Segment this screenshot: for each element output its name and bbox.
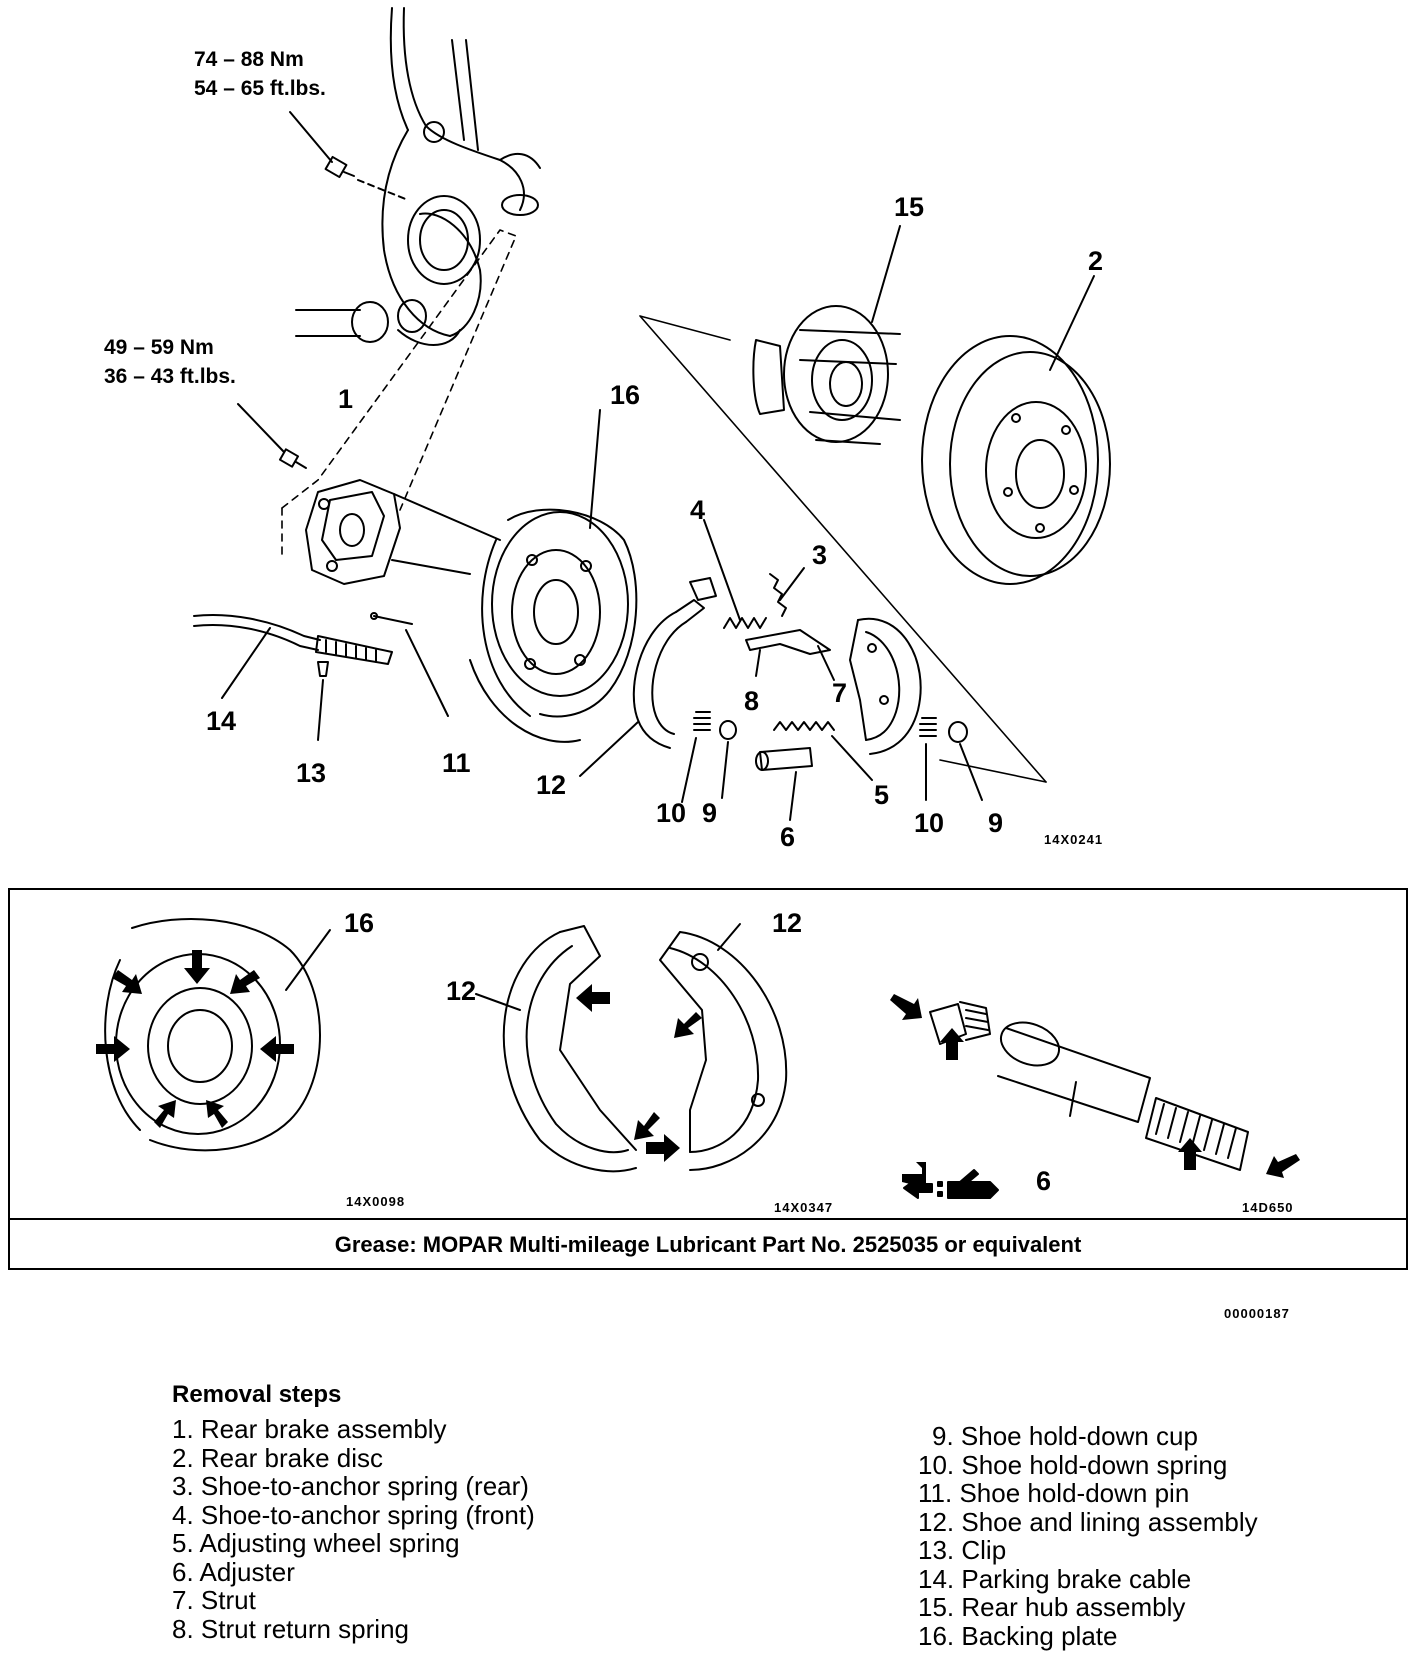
grease-note: Grease: MOPAR Multi-mileage Lubricant Pa… <box>334 1232 1082 1257</box>
step-item: 9. Shoe hold-down cup <box>932 1421 1198 1451</box>
callout-12: 12 <box>536 770 567 800</box>
spring-front <box>703 519 767 629</box>
torque-spec-upper: 74 – 88 Nm 54 – 65 ft.lbs. <box>194 45 326 103</box>
hold-down-cup-left <box>719 720 737 799</box>
removal-steps-title: Removal steps <box>172 1381 342 1408</box>
lubricate-legend-glyph <box>903 1169 999 1199</box>
rear-brake-assembly <box>305 479 501 585</box>
callout-10-left: 10 <box>656 798 687 828</box>
panel-divider <box>8 1218 1408 1220</box>
step-item: 14. Parking brake cable <box>918 1563 1192 1594</box>
rear-hub-assembly <box>752 225 901 445</box>
grease-arrows-backing <box>96 950 294 1128</box>
callout-15: 15 <box>894 192 925 222</box>
removal-steps-left: 1. Rear brake assembly 2. Rear brake dis… <box>172 1415 535 1643</box>
step-item: 4. Shoe-to-anchor spring (front) <box>172 1499 535 1530</box>
hold-down-spring-right <box>919 717 937 801</box>
figure-code-panel-left: 14X0098 <box>346 1194 406 1209</box>
steering-knuckle <box>295 7 541 346</box>
step-item: 10. Shoe hold-down spring <box>918 1449 1228 1480</box>
lubrication-detail-panel <box>8 888 1408 1270</box>
clip <box>317 661 329 741</box>
callout-9-left: 9 <box>702 798 718 828</box>
torque-spec-lower: 49 – 59 Nm 36 – 43 ft.lbs. <box>104 333 236 391</box>
figure-code-panel-middle: 14X0347 <box>774 1200 834 1215</box>
detail-callout-6: 6 <box>1036 1166 1052 1196</box>
torque-nm: 74 – 88 Nm <box>194 48 304 71</box>
callout-8: 8 <box>744 686 760 716</box>
callout-13: 13 <box>296 758 327 788</box>
bolt-upper <box>289 111 409 201</box>
step-item: 2. Rear brake disc <box>172 1442 383 1473</box>
torque-ftlbs: 36 – 43 ft.lbs. <box>104 365 236 388</box>
callout-5: 5 <box>874 780 890 810</box>
step-item: 16. Backing plate <box>918 1620 1118 1651</box>
rear-brake-disc <box>921 275 1111 585</box>
brake-shoe-right <box>849 617 922 755</box>
step-item: 12. Shoe and lining assembly <box>918 1506 1258 1537</box>
brake-shoes-detail <box>475 923 788 1173</box>
torque-ftlbs: 54 – 65 ft.lbs. <box>194 77 326 100</box>
step-item: 7. Strut <box>172 1585 256 1615</box>
callout-16: 16 <box>610 380 641 410</box>
hold-down-cup-right <box>948 721 983 801</box>
callout-6: 6 <box>780 822 796 852</box>
callout-7: 7 <box>832 678 848 708</box>
adjusting-wheel-spring <box>773 721 873 781</box>
sheet-code: 00000187 <box>1224 1306 1290 1321</box>
detail-callout-16: 16 <box>344 908 375 938</box>
step-item: 3. Shoe-to-anchor spring (rear) <box>172 1471 529 1501</box>
torque-nm: 49 – 59 Nm <box>104 336 214 359</box>
step-item: 13. Clip <box>918 1535 1007 1565</box>
callout-3: 3 <box>812 540 828 570</box>
brake-shoe-left <box>579 577 717 777</box>
step-item: 1. Rear brake assembly <box>172 1414 447 1444</box>
backing-plate <box>469 409 638 743</box>
hold-down-spring-left <box>681 711 711 803</box>
removal-steps-right: 9. Shoe hold-down cup 10. Shoe hold-down… <box>918 1422 1258 1650</box>
step-item: 11. Shoe hold-down pin <box>918 1478 1190 1508</box>
grease-arrows-shoes <box>576 984 702 1162</box>
callout-4: 4 <box>690 495 706 525</box>
hold-down-pin <box>370 612 449 717</box>
figure-code-main: 14X0241 <box>1044 832 1104 847</box>
step-item: 5. Adjusting wheel spring <box>172 1528 460 1558</box>
step-item: 8. Strut return spring <box>172 1613 409 1644</box>
spring-rear <box>769 567 805 617</box>
detail-callout-12-left: 12 <box>446 976 477 1006</box>
grease-arrows-adjuster <box>890 994 1300 1188</box>
callout-10-right: 10 <box>914 808 945 838</box>
bolt-lower <box>237 403 307 469</box>
detail-callout-12-right: 12 <box>772 908 803 938</box>
adjuster-detail <box>929 1001 1249 1171</box>
adjuster <box>755 747 813 821</box>
step-item: 6. Adjuster <box>172 1556 295 1587</box>
parking-brake-cable <box>193 613 393 699</box>
callout-1: 1 <box>338 384 354 414</box>
callout-9-right: 9 <box>988 808 1004 838</box>
figure-code-panel-right: 14D650 <box>1242 1200 1294 1215</box>
callout-14: 14 <box>206 706 237 736</box>
strut <box>745 629 835 681</box>
step-item: 15. Rear hub assembly <box>918 1592 1186 1622</box>
callout-11: 11 <box>442 748 471 778</box>
callout-2: 2 <box>1088 246 1104 276</box>
